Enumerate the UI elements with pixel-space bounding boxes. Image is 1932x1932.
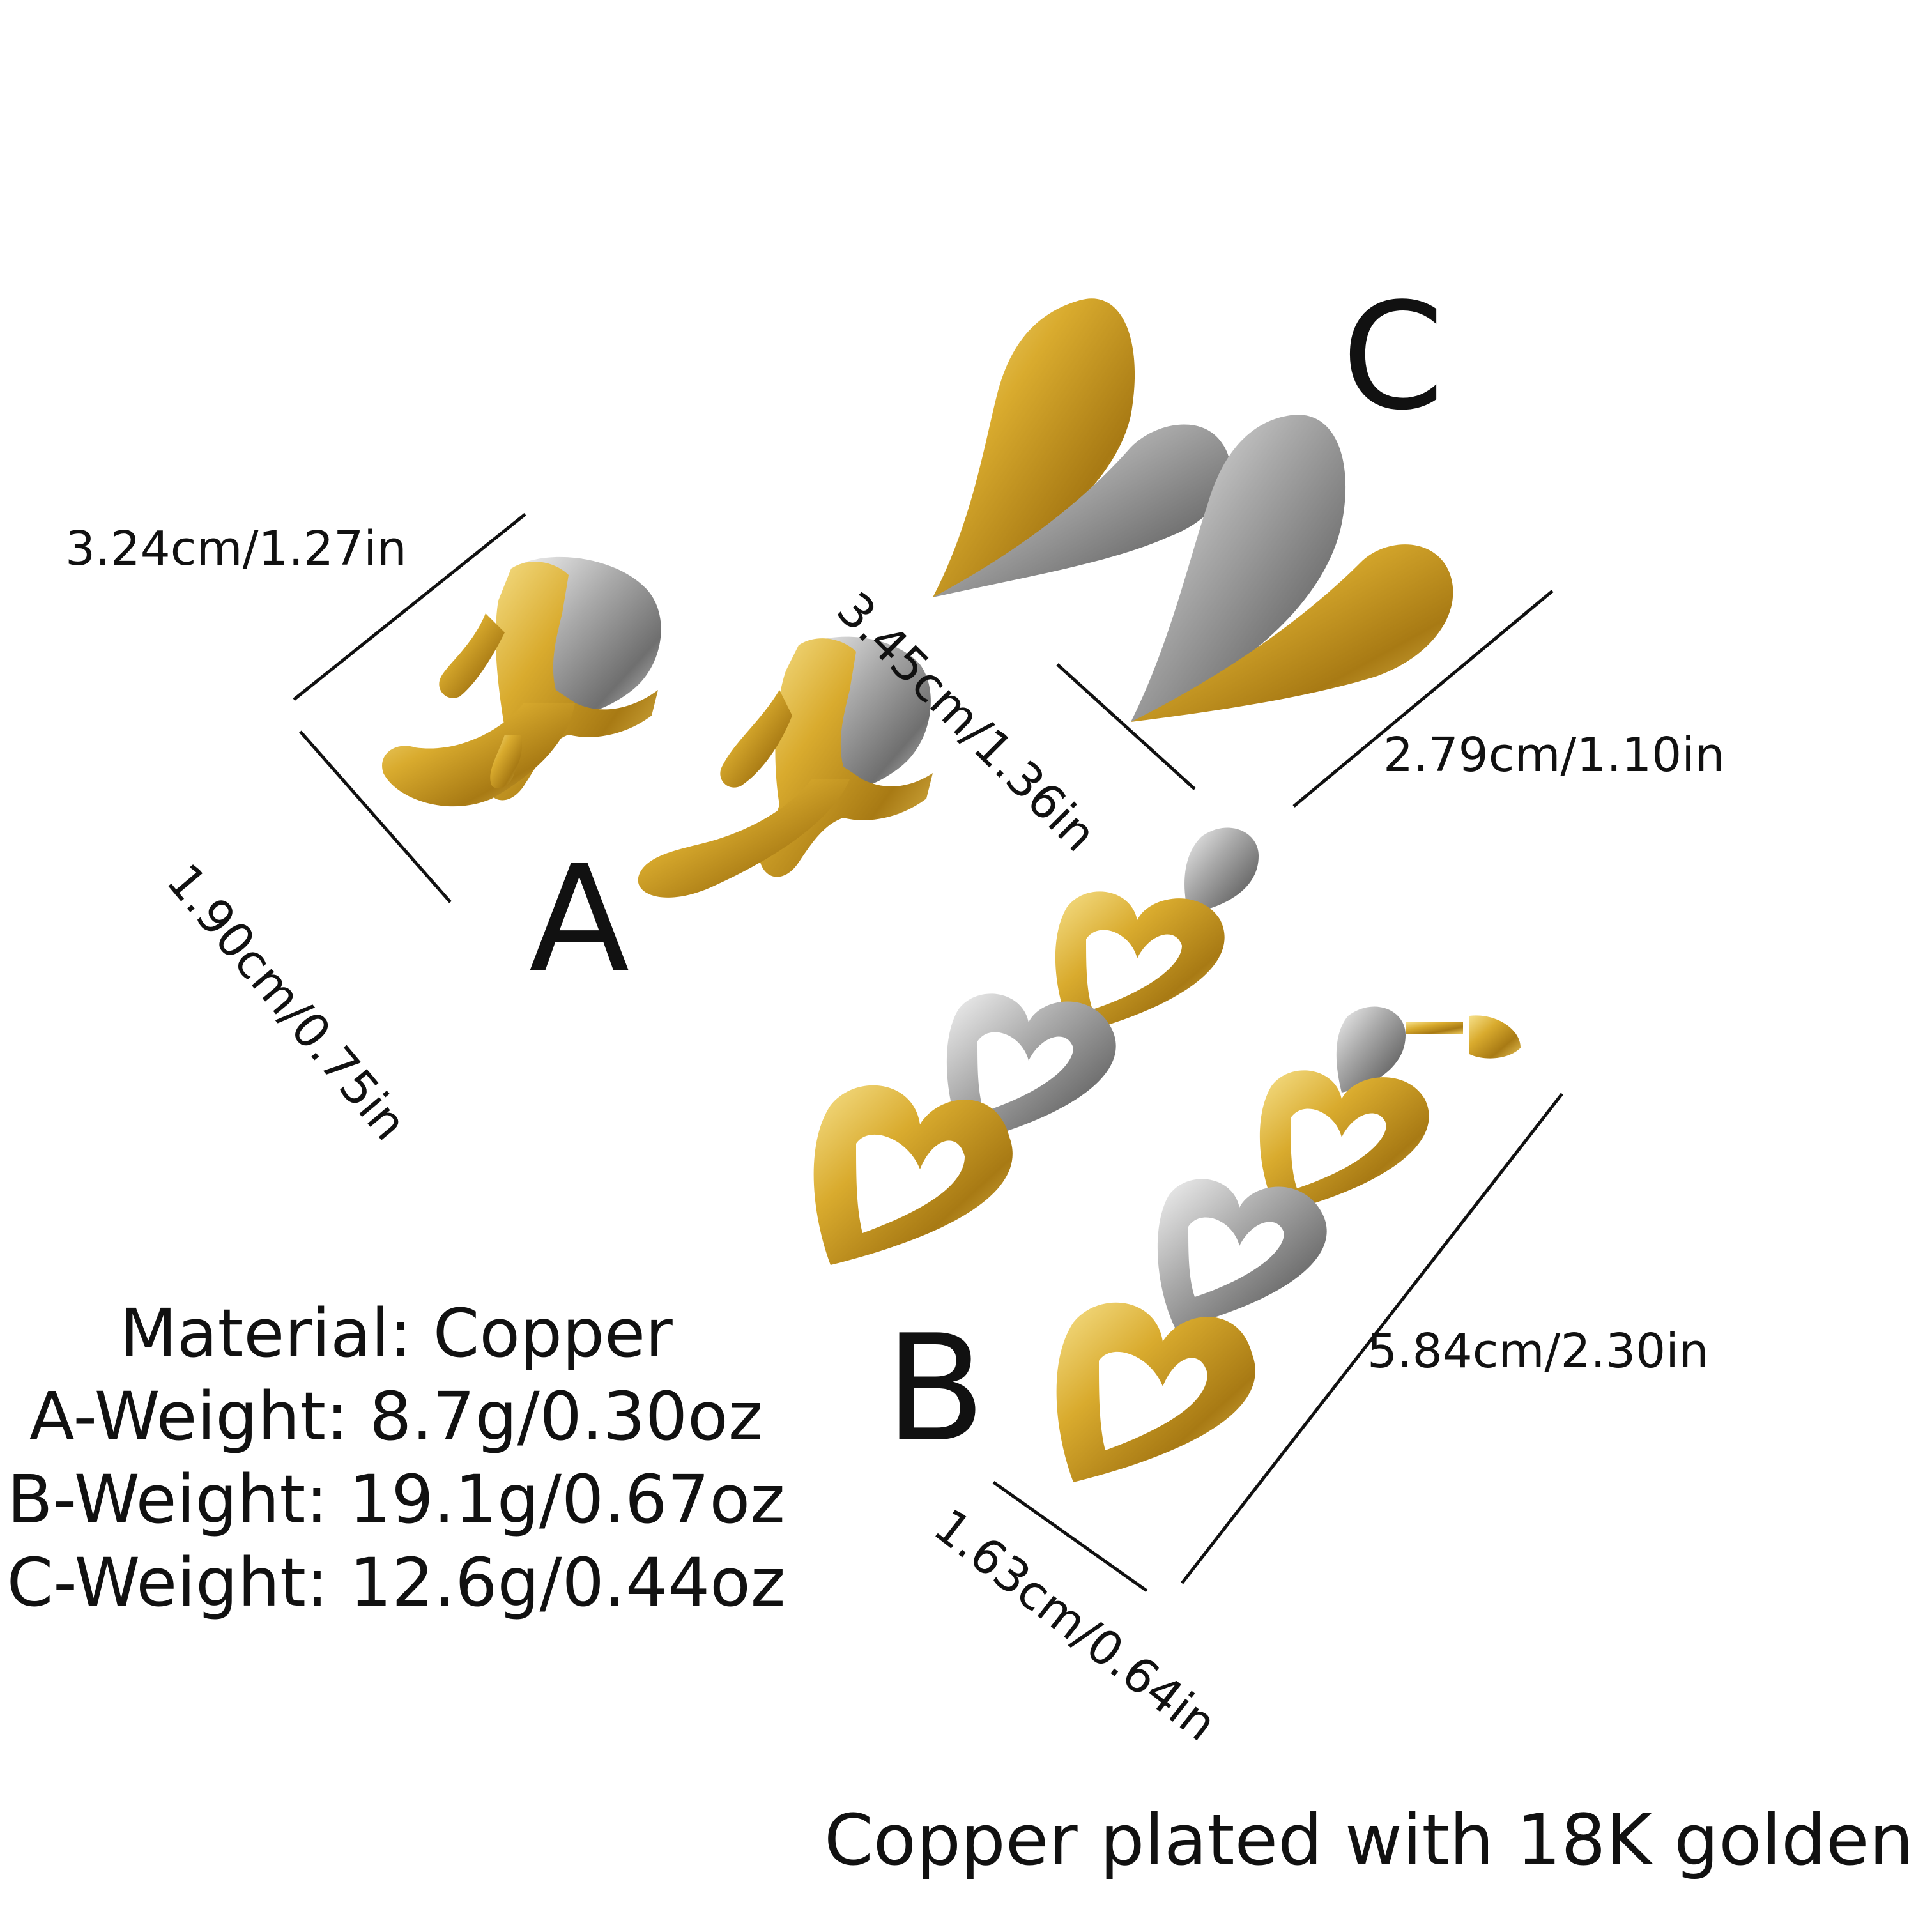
earring-b-left (813, 827, 1259, 1265)
dimension-c-width: 2.79cm/1.10in (1383, 728, 1725, 783)
earring-b-right (1056, 1006, 1521, 1482)
dimension-lines (293, 513, 1563, 1593)
earring-c-left (933, 298, 1230, 597)
dim-line-a-height (299, 730, 452, 903)
b-weight-text: B-Weight: 19.1g/0.67oz (7, 1460, 785, 1538)
dim-line-b-length (1181, 1092, 1563, 1584)
plating-caption: Copper plated with 18K golden (824, 1799, 1914, 1881)
earring-c-right (1131, 415, 1453, 722)
earring-a-left (382, 556, 661, 807)
earring-a-right (638, 636, 933, 898)
dim-line-a-width (293, 513, 526, 701)
dim-line-b-width (992, 1480, 1148, 1593)
label-a: A (529, 834, 630, 1005)
dim-line-c-width (1292, 590, 1554, 808)
dimension-a-width: 3.24cm/1.27in (65, 521, 407, 576)
a-weight-text: A-Weight: 8.7g/0.30oz (29, 1377, 763, 1455)
label-c: C (1342, 272, 1445, 443)
material-text: Material: Copper (119, 1294, 673, 1372)
dimension-b-length: 5.84cm/2.30in (1367, 1324, 1709, 1379)
c-weight-text: C-Weight: 12.6g/0.44oz (6, 1544, 786, 1621)
dim-line-c-length (1056, 663, 1196, 790)
label-b: B (885, 1304, 986, 1475)
